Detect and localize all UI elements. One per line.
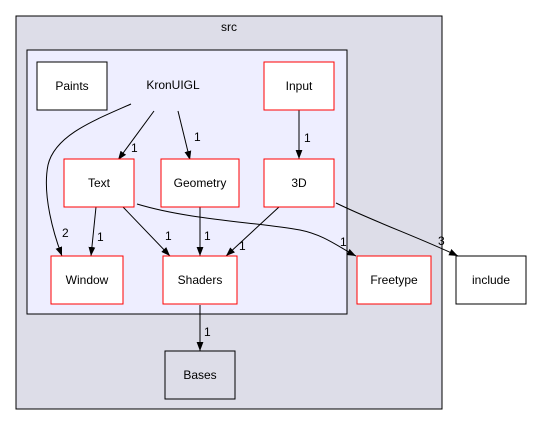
node-window-label: Window [66,273,109,287]
node-input-label: Input [286,79,313,93]
edge-kronuigl-geometry [177,110,192,161]
edge-count-text-shaders: 1 [165,229,172,243]
edge-kronuigl-text [117,110,155,161]
node-bases[interactable]: Bases [164,350,236,400]
edge-count-kronuigl-text: 1 [131,141,138,155]
edge-count-3d-include: 3 [438,234,445,248]
node-text-label: Text [88,176,111,190]
edge-count-shaders-bases: 1 [204,325,211,339]
edge-count-text-window: 1 [97,230,104,244]
edge-count-input-3d: 1 [304,131,311,145]
node-include[interactable]: include [455,255,527,305]
edge-count-kronuigl-window: 2 [62,226,69,240]
node-freetype-label: Freetype [370,273,418,287]
edge-text-shaders [122,206,171,257]
edge-count-geometry-shaders: 1 [204,229,211,243]
edge-kronuigl-window [45,103,132,257]
node-paints[interactable]: Paints [36,61,108,111]
edge-text-freetype [136,203,357,257]
edge-count-3d-shaders: 1 [239,239,246,253]
node-geometry[interactable]: Geometry [160,158,240,208]
edge-count-text-freetype: 1 [340,235,347,249]
node-window[interactable]: Window [50,255,124,305]
node-bases-label: Bases [183,368,216,382]
edge-text-window [88,206,97,257]
node-input[interactable]: Input [263,61,335,111]
node-freetype[interactable]: Freetype [356,255,432,305]
cluster-src-label: src [221,20,237,34]
edge-3d-include [335,202,459,257]
edge-count-kronuigl-geometry: 1 [194,130,201,144]
node-text[interactable]: Text [63,158,135,208]
edges [45,103,459,351]
node-shaders-label: Shaders [178,273,223,287]
node-3d[interactable]: 3D [263,158,335,208]
node-3d-label: 3D [291,176,307,190]
edge-3d-shaders [225,206,280,257]
node-include-label: include [472,273,510,287]
node-geometry-label: Geometry [174,176,227,190]
edge-labels: 2 1 1 1 1 1 1 1 1 3 1 [62,130,445,339]
node-paints-label: Paints [55,79,88,93]
cluster-kronuigl-label: KronUIGL [146,78,200,92]
node-shaders[interactable]: Shaders [162,255,238,305]
